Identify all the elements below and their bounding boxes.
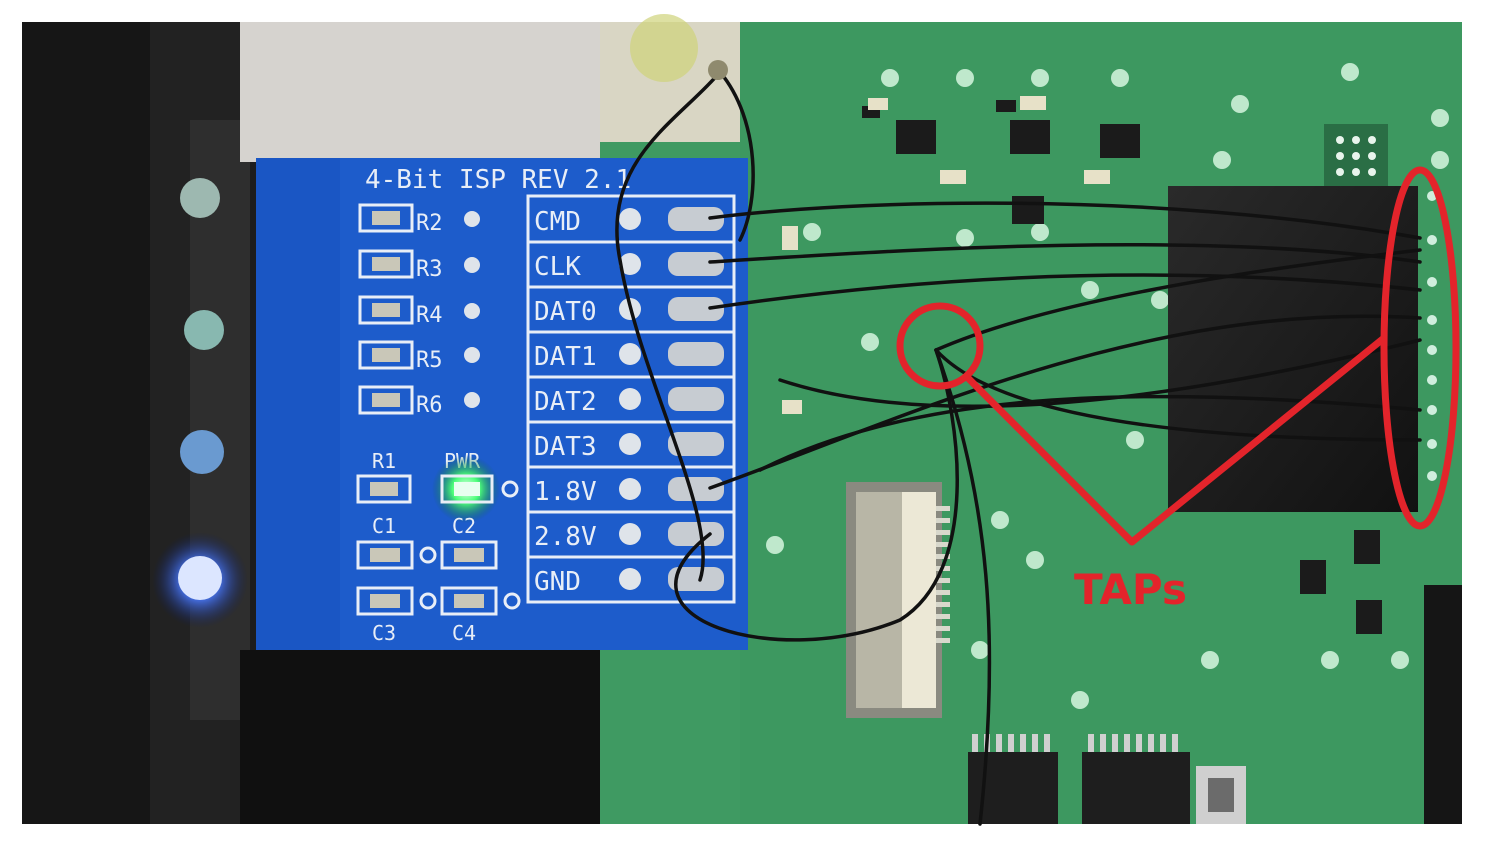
main-pcb bbox=[600, 22, 1462, 824]
tap-circle-marker bbox=[896, 302, 984, 390]
bottom-ics bbox=[968, 734, 1246, 824]
taps-annotation bbox=[896, 166, 1460, 546]
pin-label: CMD bbox=[534, 207, 581, 237]
pin-label: DAT1 bbox=[534, 342, 597, 372]
pin-label: 2.8V bbox=[534, 522, 597, 552]
taps-label: TAPs bbox=[1074, 565, 1187, 614]
resistor-label: R3 bbox=[416, 257, 443, 282]
resistor-label: R4 bbox=[416, 303, 443, 328]
resistor-column: R2 R3 R4 R5 bbox=[358, 203, 480, 418]
cap-label: C2 bbox=[452, 514, 476, 538]
pin-label: GND bbox=[534, 567, 581, 597]
pin-label: CLK bbox=[534, 252, 581, 282]
pin-label: DAT3 bbox=[534, 432, 597, 462]
board-title: 4-Bit ISP REV 2.1 bbox=[365, 165, 631, 195]
tap-ellipse-marker bbox=[1380, 166, 1460, 530]
resistor-label: R5 bbox=[416, 348, 443, 373]
resistor-label: R6 bbox=[416, 393, 443, 418]
status-leds bbox=[152, 178, 248, 628]
cap-label: C1 bbox=[372, 514, 396, 538]
isp-adapter-board: 4-Bit ISP REV 2.1 R2 R3 R4 bbox=[256, 158, 748, 650]
cap-label: C4 bbox=[452, 621, 476, 645]
pin-table: CMD CLK DAT0 DAT1 DAT2 DAT3 1.8V 2.8V GN… bbox=[526, 194, 736, 604]
jumper-wires bbox=[615, 70, 1422, 826]
pin-label: DAT2 bbox=[534, 387, 597, 417]
cap-label: C3 bbox=[372, 621, 396, 645]
resistor-label: R2 bbox=[416, 211, 443, 236]
pin-label: 1.8V bbox=[534, 477, 597, 507]
r1-label: R1 bbox=[372, 449, 396, 473]
tap-pointer-lines bbox=[965, 335, 1387, 546]
ribbon-connector bbox=[846, 482, 950, 718]
pin-label: DAT0 bbox=[534, 297, 597, 327]
reader-housing bbox=[22, 22, 620, 824]
